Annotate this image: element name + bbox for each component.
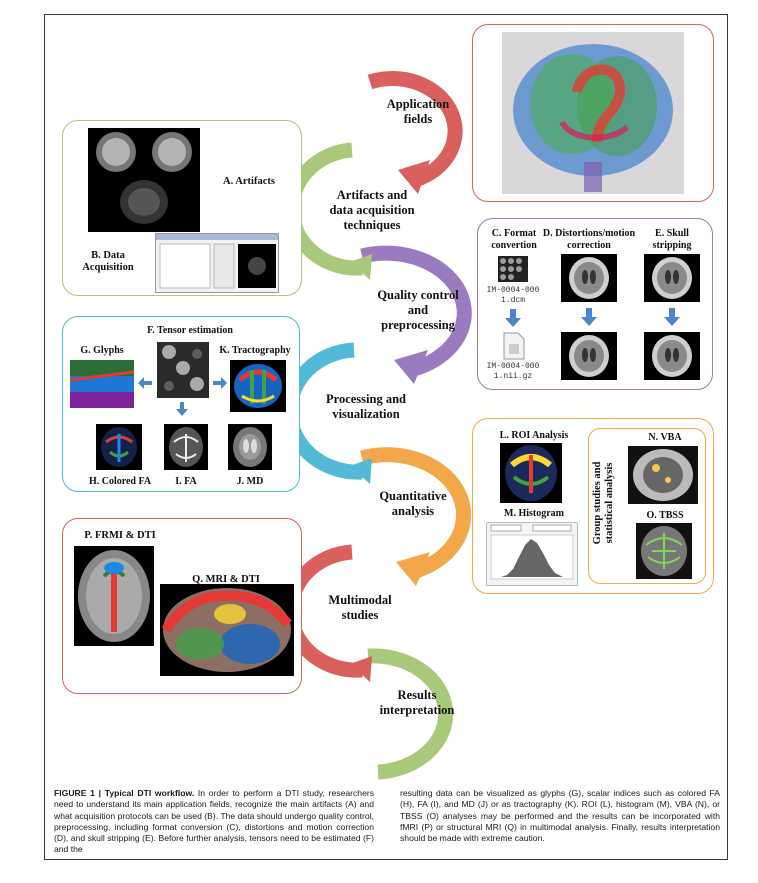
label-format: C. Format convertion <box>491 228 537 251</box>
caption-right-column: resulting data can be visualized as glyp… <box>400 788 720 844</box>
step-artifacts: Artifacts and data acquisition technique… <box>329 188 415 232</box>
step-multimodal: Multimodal studies <box>328 593 392 622</box>
tbss-image <box>636 523 692 579</box>
brain-3d-image <box>502 32 684 194</box>
arc-quantitative <box>360 447 472 580</box>
arrowhead-quality <box>394 350 428 384</box>
dicom-stack-icon <box>498 256 528 282</box>
arc-application <box>367 71 463 188</box>
label-skull: E. Skull stripping <box>652 228 692 251</box>
label-tractography: K. Tractography <box>219 345 291 356</box>
down-arrow-icon <box>505 309 521 327</box>
arrowhead-processing <box>350 458 372 484</box>
arc-results <box>367 648 454 780</box>
roi-image <box>500 443 562 503</box>
step-processing: Processing and visualization <box>326 392 406 421</box>
step-quantitative: Quantitative analysis <box>379 489 447 518</box>
caption-title: FIGURE 1 | Typical DTI workflow. <box>54 788 195 798</box>
label-fa: I. FA <box>175 476 197 487</box>
skull-brain-after <box>644 332 700 380</box>
artifact-scans-image <box>88 128 200 232</box>
label-tensor: F. Tensor estimation <box>147 325 233 336</box>
label-histogram: M. Histogram <box>504 508 564 519</box>
dcm-filename: IM-0004-000 1.dcm <box>486 286 540 305</box>
step-results: Results interpretation <box>379 688 455 717</box>
arrowhead-artifacts <box>350 254 372 280</box>
arrowhead-quantitative <box>396 552 430 586</box>
label-distortions: D. Distortions/motion correction <box>542 228 636 251</box>
vba-image <box>628 446 698 504</box>
arc-quality <box>360 245 472 378</box>
label-acquisition: B. Data Acquisition <box>82 250 134 273</box>
colored-fa-image <box>96 424 142 470</box>
tractography-image <box>230 360 286 412</box>
glyphs-image <box>70 360 134 408</box>
label-mri: Q. MRI & DTI <box>192 574 260 585</box>
distortion-brain-after <box>561 332 617 380</box>
label-colored-fa: H. Colored FA <box>88 476 152 487</box>
label-vba: N. VBA <box>648 432 682 443</box>
label-group-studies: Group studies and statistical analysis <box>592 461 615 545</box>
label-artifacts: A. Artifacts <box>223 176 275 187</box>
label-glyphs: G. Glyphs <box>80 345 124 356</box>
step-application: Application fields <box>386 97 450 126</box>
caption-left-text: In order to perform a DTI study, researc… <box>54 788 375 855</box>
arrowhead-multimodal <box>350 656 372 682</box>
label-fmri: P. FRMI & DTI <box>84 530 156 541</box>
fa-image <box>164 424 208 470</box>
arrowhead-application <box>398 160 430 194</box>
histogram-image <box>486 522 578 586</box>
left-arrow-icon <box>138 377 152 389</box>
label-tbss: O. TBSS <box>646 510 684 521</box>
skull-brain-before <box>644 254 700 302</box>
figure-frame <box>44 14 728 860</box>
label-md: J. MD <box>236 476 264 487</box>
nii-file-icon <box>502 332 526 360</box>
figure-caption: FIGURE 1 | Typical DTI workflow. In orde… <box>54 788 720 854</box>
label-roi: L. ROI Analysis <box>499 430 569 441</box>
right-arrow-icon <box>213 377 227 389</box>
distortion-brain-before <box>561 254 617 302</box>
down-arrow-icon <box>664 308 680 326</box>
caption-right-text: resulting data can be visualized as glyp… <box>400 788 720 844</box>
step-quality: Quality control and preprocessing <box>377 288 459 332</box>
down-arrow-icon <box>176 402 188 416</box>
tensor-matrix-image <box>157 342 209 398</box>
acquisition-screenshot <box>155 233 279 293</box>
fmri-dti-image <box>74 546 154 646</box>
caption-left-column: FIGURE 1 | Typical DTI workflow. In orde… <box>54 788 374 856</box>
md-image <box>228 424 272 470</box>
nii-filename: IM-0004-000 1.nii.gz <box>486 362 540 381</box>
mri-dti-image <box>160 584 294 676</box>
down-arrow-icon <box>581 308 597 326</box>
